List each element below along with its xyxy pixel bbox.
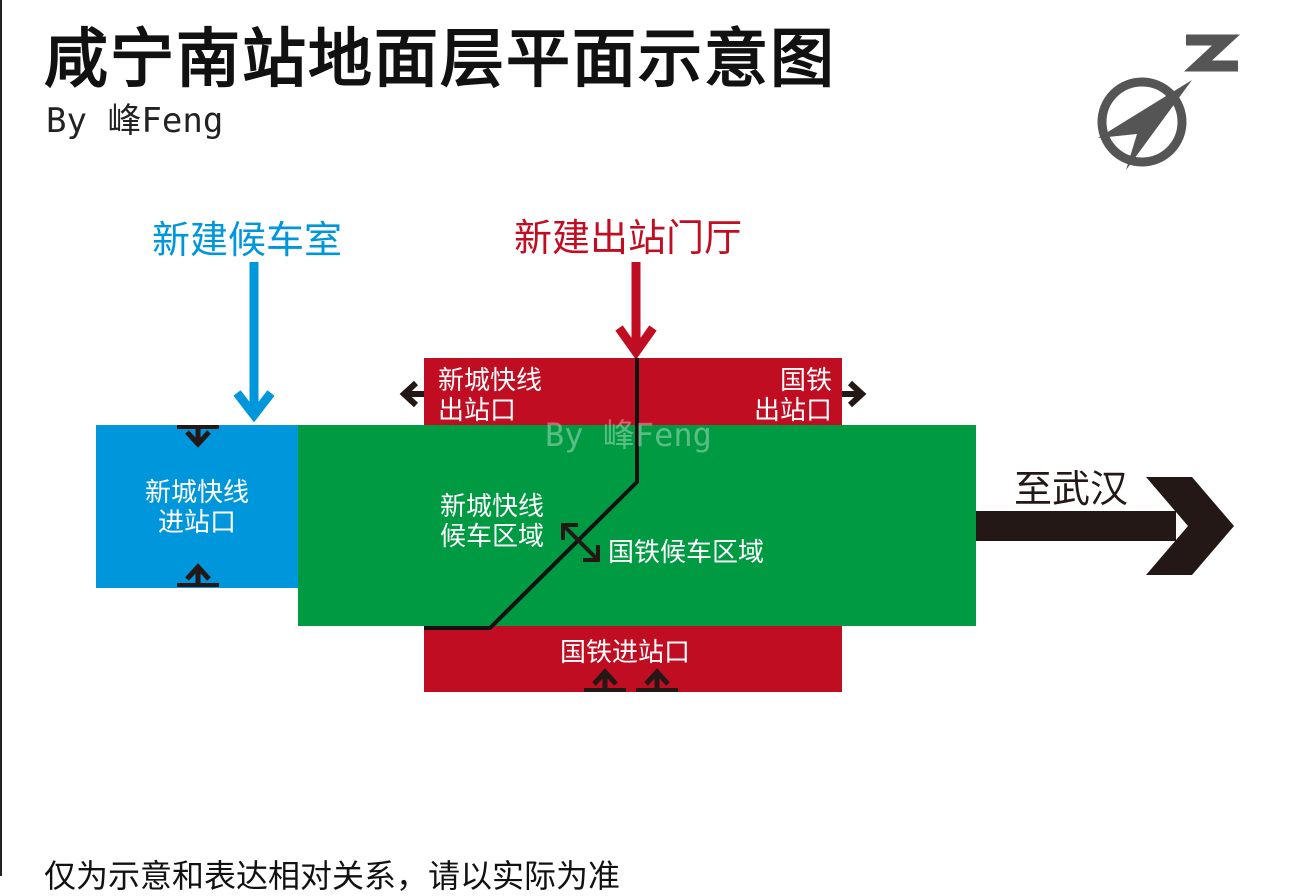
intercity-entrance-top-marker-icon bbox=[177, 425, 219, 448]
intercity-entrance-label: 新城快线 进站口 bbox=[144, 478, 249, 538]
new-exit-hall-zone bbox=[424, 358, 842, 426]
watermark: By 峰Feng bbox=[545, 416, 712, 454]
national-entrance-zone bbox=[424, 626, 842, 692]
national-exit-arrow-icon bbox=[842, 380, 867, 408]
intercity-exit-label: 新城快线 出站口 bbox=[438, 366, 543, 426]
to-wuhan-arrow bbox=[976, 477, 1234, 575]
compass-icon bbox=[1097, 34, 1241, 170]
national-entrance-marker-1-icon bbox=[584, 668, 626, 692]
to-wuhan-label: 至武汉 bbox=[1014, 467, 1129, 511]
new-waiting-room-zone bbox=[96, 425, 300, 588]
frame-left-border bbox=[0, 0, 2, 876]
new-exit-hall-label: 新建出站门厅 bbox=[514, 216, 743, 260]
national-entrance-label: 国铁进站口 bbox=[560, 638, 691, 668]
partition-line bbox=[424, 358, 639, 630]
page-title: 咸宁南站地面层平面示意图 bbox=[44, 22, 836, 97]
intercity-entrance-bottom-marker-icon bbox=[177, 563, 219, 587]
floor-plan-diagram bbox=[96, 34, 1241, 692]
new-waiting-room-label: 新建候车室 bbox=[152, 218, 343, 262]
bidirectional-arrow-icon bbox=[561, 523, 600, 562]
intercity-exit-arrow-icon bbox=[399, 380, 424, 408]
author-byline: By 峰Feng bbox=[46, 101, 224, 141]
national-waiting-label: 国铁候车区域 bbox=[608, 538, 765, 568]
national-exit-label: 国铁 出站口 bbox=[753, 366, 832, 426]
intercity-waiting-label: 新城快线 候车区域 bbox=[440, 492, 545, 552]
new-waiting-room-arrow bbox=[233, 262, 275, 423]
new-exit-hall-arrow bbox=[615, 262, 657, 360]
disclaimer-note: 仅为示意和表达相对关系，请以实际为准 bbox=[44, 857, 621, 895]
national-entrance-marker-2-icon bbox=[636, 668, 678, 692]
